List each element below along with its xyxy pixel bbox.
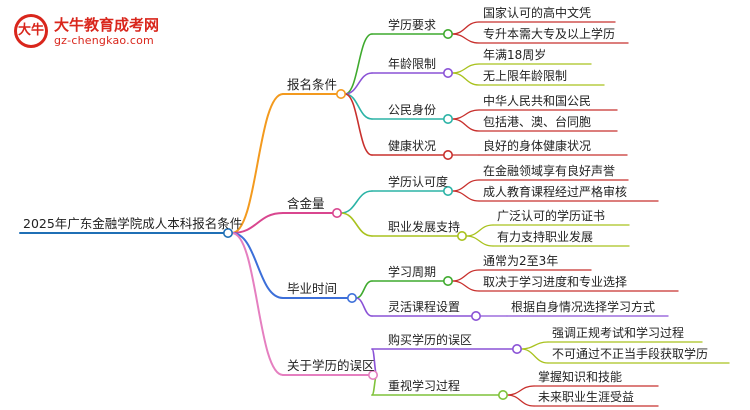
subtopic-connector	[355, 297, 373, 317]
leaf-connector	[465, 235, 494, 247]
root-collapse-toggle[interactable]	[223, 228, 234, 239]
branch-collapse-toggle[interactable]	[331, 208, 342, 219]
subtopic-connector	[344, 93, 373, 156]
branch-connector	[231, 93, 284, 234]
subtopic-collapse-toggle[interactable]	[442, 114, 453, 125]
leaf-connector	[506, 394, 535, 407]
leaf-connector	[506, 385, 535, 396]
leaf-topic: 中华人民共和国公民	[483, 94, 592, 108]
leaf-topic: 掌握知识和技能	[538, 370, 623, 384]
leaf-topic: 不可通过不正当手段获取学历	[552, 347, 709, 361]
leaf-topic: 无上限年龄限制	[483, 69, 568, 83]
logo-url: gz-chengkao.com	[54, 34, 154, 47]
branch-collapse-toggle[interactable]	[346, 292, 357, 303]
leaf-topic: 广泛认可的学历证书	[497, 209, 606, 223]
subtopic-connector	[344, 93, 373, 120]
subtopic-collapse-toggle[interactable]	[497, 389, 508, 400]
leaf-topic: 未来职业生涯受益	[538, 390, 635, 404]
branch-topic: 含金量	[287, 196, 325, 211]
leaf-connector	[451, 63, 480, 74]
branch-connector	[231, 212, 284, 234]
leaf-topic: 有力支持职业发展	[497, 230, 594, 244]
leaf-topic: 在金融领域享有良好声誉	[483, 164, 616, 178]
subtopic-collapse-toggle[interactable]	[511, 343, 522, 354]
branch-connector	[231, 232, 284, 376]
subtopic-connector	[344, 72, 373, 95]
subtopic-connector	[344, 33, 373, 95]
subtopic-collapse-toggle[interactable]	[442, 186, 453, 197]
branch-topic: 毕业时间	[287, 281, 338, 296]
leaf-connector	[451, 109, 480, 120]
site-logo[interactable]: 大牛 大牛教育成考网 gz-chengkao.com	[6, 10, 206, 50]
leaf-connector	[451, 179, 480, 192]
branch-connector	[231, 232, 284, 299]
logo-badge-glyph: 大牛	[17, 17, 45, 45]
leaf-connector	[451, 118, 480, 132]
leaf-topic: 成人教育课程经过严格审核	[483, 185, 628, 199]
subtopic: 学历认可度	[388, 175, 449, 189]
leaf-connector	[520, 348, 549, 364]
root-topic: 2025年广东金融学院成人本科报名条件	[23, 216, 243, 231]
mind-map-edges	[19, 21, 730, 407]
subtopic-collapse-toggle[interactable]	[470, 310, 481, 321]
mind-map-nodes	[223, 28, 522, 400]
leaf-connector	[451, 33, 480, 44]
subtopic: 年龄限制	[388, 57, 437, 71]
subtopic: 公民身份	[388, 103, 437, 117]
subtopic-collapse-toggle[interactable]	[456, 231, 467, 242]
leaf-connector	[520, 341, 549, 350]
subtopic: 学历要求	[388, 18, 437, 32]
leaf-topic: 专升本需大专及以上学历	[483, 27, 616, 41]
leaf-topic: 包括港、澳、台同胞	[483, 115, 592, 129]
leaf-topic: 良好的身体健康状况	[483, 139, 592, 153]
subtopic-connector	[340, 212, 373, 237]
subtopic: 灵活课程设置	[388, 300, 461, 314]
logo-title: 大牛教育成考网	[54, 16, 160, 34]
subtopic-connector	[355, 280, 373, 299]
subtopic: 重视学习过程	[388, 379, 461, 393]
leaf-connector	[451, 72, 480, 86]
subtopic: 职业发展支持	[388, 220, 461, 234]
subtopic: 健康状况	[388, 139, 437, 153]
leaf-connector	[451, 269, 480, 282]
subtopic-collapse-toggle[interactable]	[442, 275, 453, 286]
leaf-connector	[451, 21, 480, 35]
leaf-topic: 强调正规考试和学习过程	[552, 326, 685, 340]
leaf-connector	[451, 190, 480, 202]
subtopic: 学习周期	[388, 265, 437, 279]
leaf-topic: 通常为2至3年	[483, 254, 559, 268]
leaf-topic: 根据自身情况选择学习方式	[511, 300, 656, 314]
branch-topic: 关于学历的误区	[287, 358, 375, 373]
branch-collapse-toggle[interactable]	[367, 369, 378, 380]
subtopic: 购买学历的误区	[388, 333, 473, 347]
leaf-topic: 取决于学习进度和专业选择	[483, 275, 628, 289]
branch-collapse-toggle[interactable]	[335, 89, 346, 100]
leaf-topic: 年满18周岁	[483, 48, 547, 62]
subtopic-collapse-toggle[interactable]	[442, 150, 453, 161]
leaf-connector	[465, 224, 494, 237]
subtopic-connector	[340, 190, 373, 214]
leaf-connector	[451, 280, 480, 292]
subtopic-collapse-toggle[interactable]	[442, 28, 453, 39]
leaf-topic: 国家认可的高中文凭	[483, 6, 592, 20]
subtopic-collapse-toggle[interactable]	[442, 68, 453, 79]
branch-topic: 报名条件	[287, 77, 338, 92]
